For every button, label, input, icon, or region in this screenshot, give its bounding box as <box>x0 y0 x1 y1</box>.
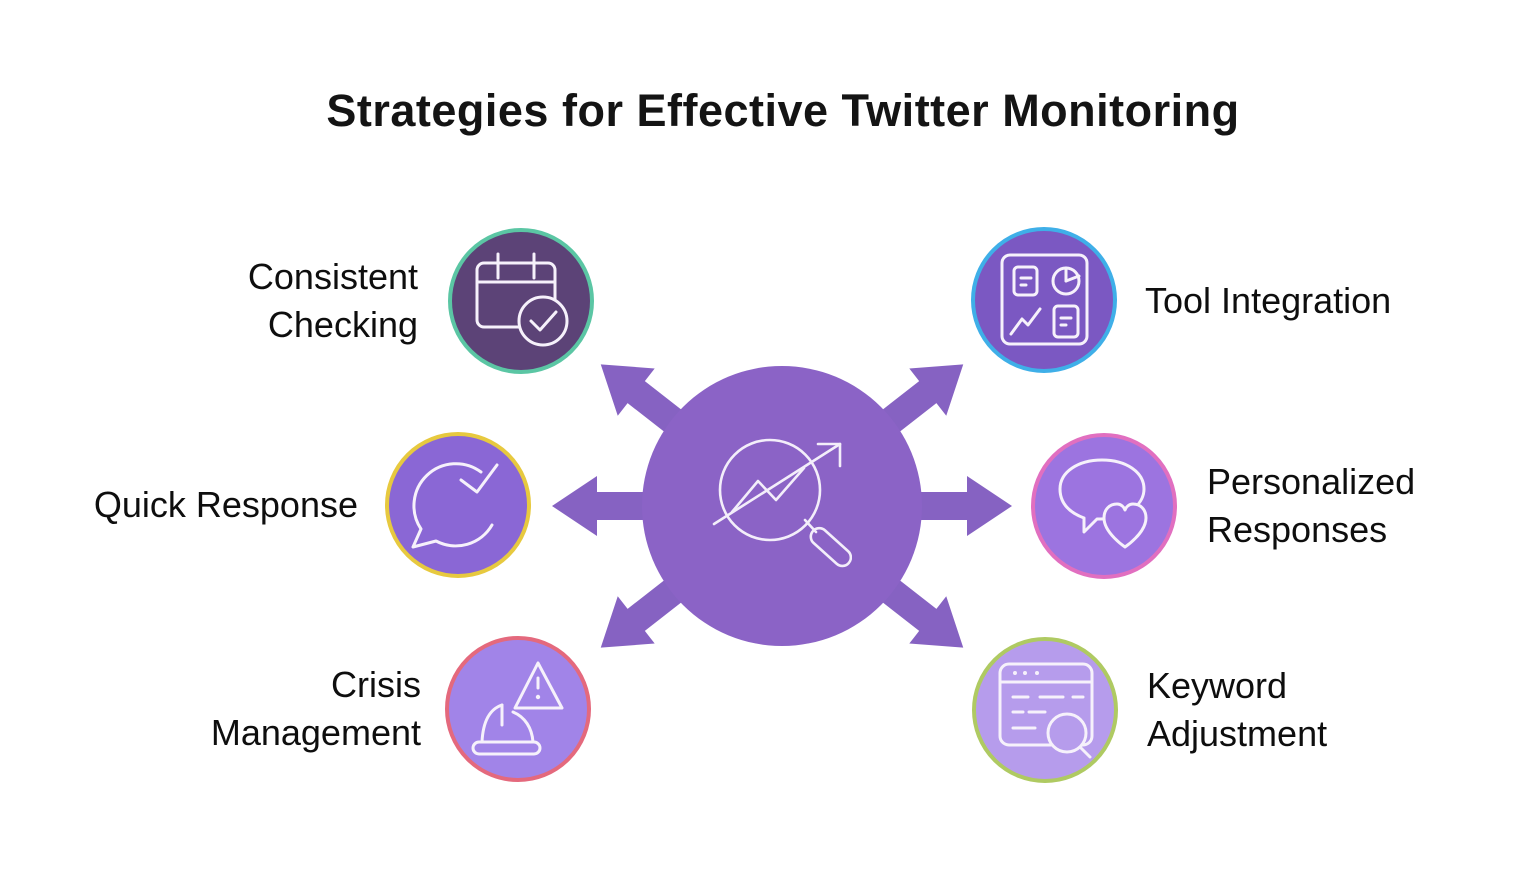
chat-check-icon <box>411 462 499 549</box>
node-circle-personalized-responses <box>1031 433 1177 579</box>
central-hub <box>642 366 922 646</box>
node-circle-quick-response <box>385 432 531 578</box>
node-label-tool-integration: Tool Integration <box>1145 280 1392 322</box>
calendar-check-icon <box>475 252 569 347</box>
node-circle-consistent-checking <box>448 228 594 374</box>
chat-heart-icon <box>1058 458 1148 549</box>
dashboard-charts-icon <box>1000 253 1089 346</box>
node-circle-crisis-management <box>445 636 591 782</box>
node-label-personalized-responses: Personalized Responses <box>1207 461 1416 550</box>
warning-hardhat-icon <box>471 661 564 756</box>
page-title: Strategies for Effective Twitter Monitor… <box>326 85 1240 136</box>
magnifier-trend-chart-icon <box>712 438 852 568</box>
browser-search-icon <box>998 662 1094 759</box>
node-label-consistent-checking: Consistent Checking <box>247 256 418 345</box>
node-label-keyword-adjustment: Keyword Adjustment <box>1147 665 1328 754</box>
node-circle-tool-integration <box>971 227 1117 373</box>
node-label-quick-response: Quick Response <box>93 484 358 526</box>
node-label-crisis-management: Crisis Management <box>210 664 421 753</box>
node-circle-keyword-adjustment <box>972 637 1118 783</box>
